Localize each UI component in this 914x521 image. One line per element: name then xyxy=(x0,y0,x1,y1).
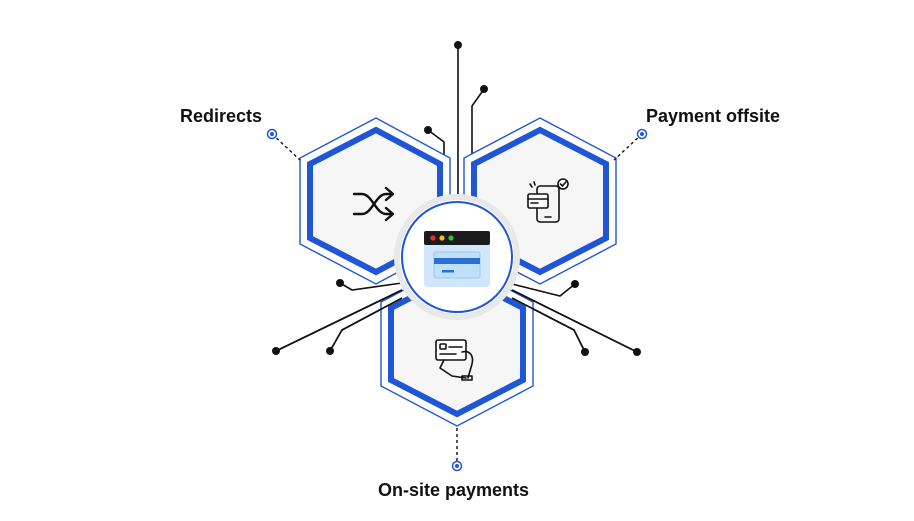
connector-dot xyxy=(454,41,462,49)
connector-dot xyxy=(480,85,488,93)
shuffle-arrows-icon xyxy=(352,186,395,222)
label-onsite-payments: On-site payments xyxy=(378,480,530,500)
connector-line xyxy=(511,283,576,297)
browser-window-icon xyxy=(424,231,490,287)
connector-dot xyxy=(336,279,344,287)
center-node xyxy=(394,194,520,320)
connector-dot xyxy=(581,348,589,356)
connector-line xyxy=(511,289,638,353)
label-redirects: Redirects xyxy=(180,106,263,126)
connector-line xyxy=(275,289,403,352)
label-leaders xyxy=(271,133,643,462)
leader-payment-offsite xyxy=(613,133,643,161)
label-markers xyxy=(266,128,648,472)
connector-line xyxy=(339,282,403,291)
connector-dots xyxy=(272,41,641,356)
connector-dot xyxy=(633,348,641,356)
mobile-payment-check-icon xyxy=(527,178,569,223)
connector-line xyxy=(511,297,586,353)
connector-dot xyxy=(272,347,280,355)
hand-holding-card-icon xyxy=(435,339,474,381)
connector-dot xyxy=(571,280,579,288)
connector-dot xyxy=(424,126,432,134)
label-payment-offsite: Payment offsite xyxy=(646,106,781,126)
connector-lines-front xyxy=(275,289,638,353)
connector-line xyxy=(329,297,403,352)
leader-redirects xyxy=(271,133,301,161)
connector-dot xyxy=(326,347,334,355)
